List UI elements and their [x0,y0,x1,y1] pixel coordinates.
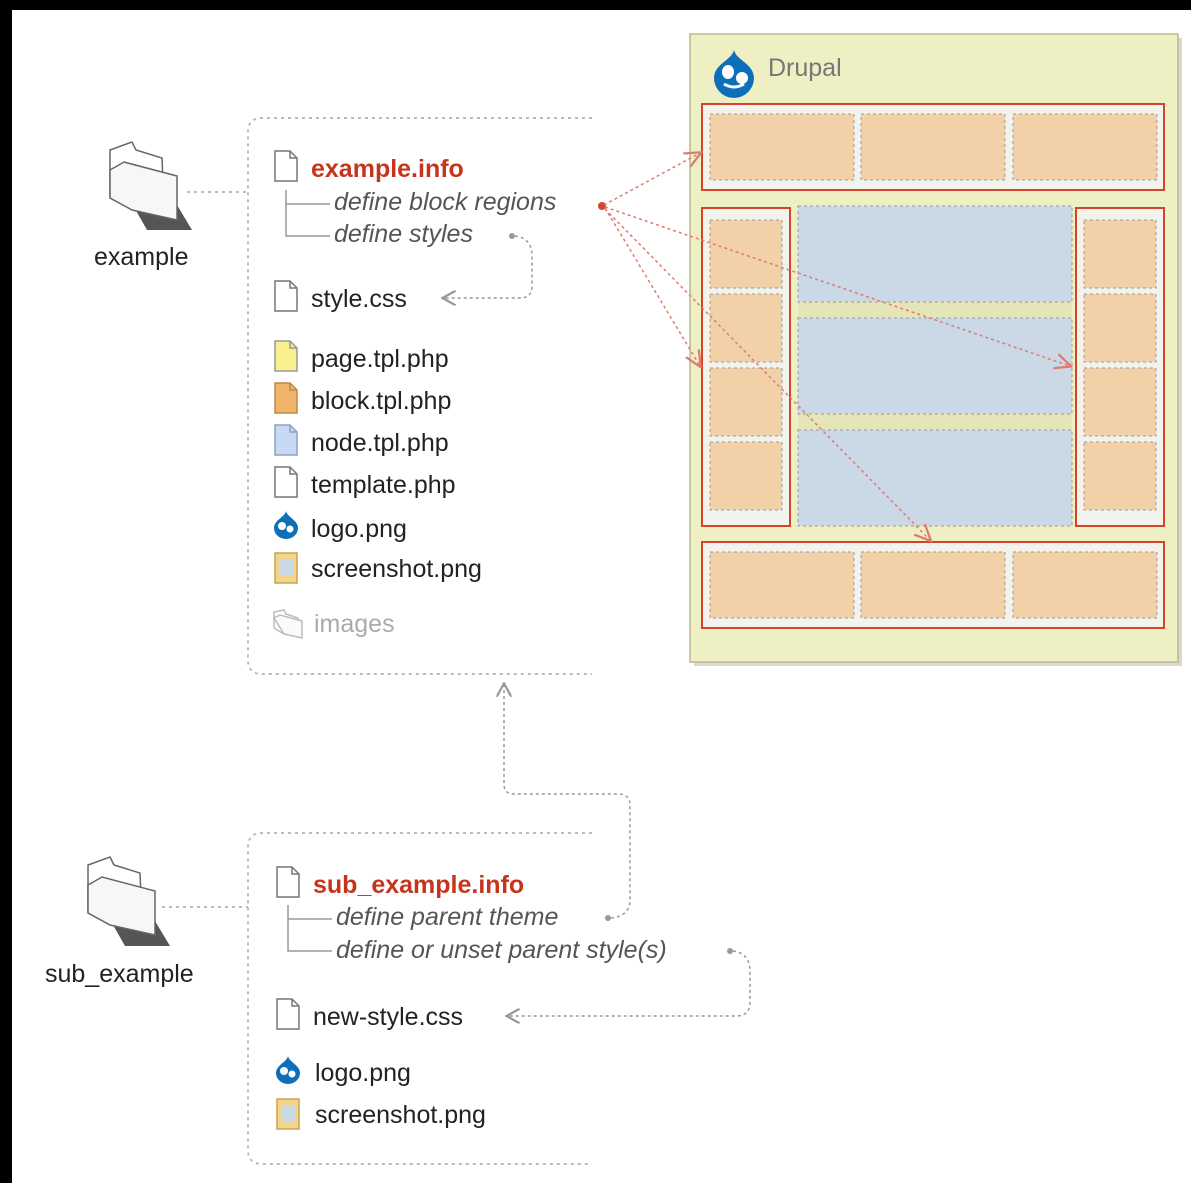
blank-file-icon [276,998,300,1030]
file-screenshot-png-sub: screenshot.png [315,1101,486,1129]
file-block-tpl-php: block.tpl.php [311,387,452,415]
blue-file-icon [274,424,298,456]
drupal-drop-icon [273,510,298,542]
diagram-graphics [87,33,1182,1165]
folder-icon-example [109,141,192,230]
blank-file-icon [274,280,298,312]
file-node-tpl-php: node.tpl.php [311,429,449,457]
orange-file-icon [274,382,298,414]
folder-images-label: images [314,610,395,638]
info-file-icon [274,150,298,182]
info-file-icon [276,866,300,898]
blank-file-icon [274,466,298,498]
image-file-icon [276,1098,300,1130]
file-style-css: style.css [311,285,407,313]
folder-icon-images [272,608,306,640]
note-define-block-regions: define block regions [334,188,557,216]
diagram-canvas: example sub_example Drupal example.info … [12,10,1191,1183]
theme-box [247,117,592,675]
drupal-title: Drupal [768,54,842,82]
note-define-parent-theme: define parent theme [336,903,559,931]
subtheme-box [247,832,592,1165]
file-page-tpl-php: page.tpl.php [311,345,449,373]
yellow-file-icon [274,340,298,372]
file-template-php: template.php [311,471,456,499]
parent-theme-arrow [504,685,631,919]
substyles-arrow [508,950,751,1016]
example-info-label: example.info [311,155,464,183]
image-file-icon [274,552,298,584]
note-define-or-unset-parent-styles: define or unset parent style(s) [336,936,667,964]
file-logo-png-sub: logo.png [315,1059,411,1087]
note-define-styles: define styles [334,220,473,248]
styles-arrow [444,235,533,298]
folder-icon-sub [87,856,170,946]
file-logo-png: logo.png [311,515,407,543]
file-screenshot-png: screenshot.png [311,555,482,583]
file-new-style-css: new-style.css [313,1003,464,1031]
drupal-drop-icon [275,1055,300,1087]
sub-example-info-label: sub_example.info [313,871,525,899]
folder-label-example: example [94,243,189,271]
folder-label-sub-example: sub_example [45,960,194,988]
drupal-logo-icon [714,50,754,98]
